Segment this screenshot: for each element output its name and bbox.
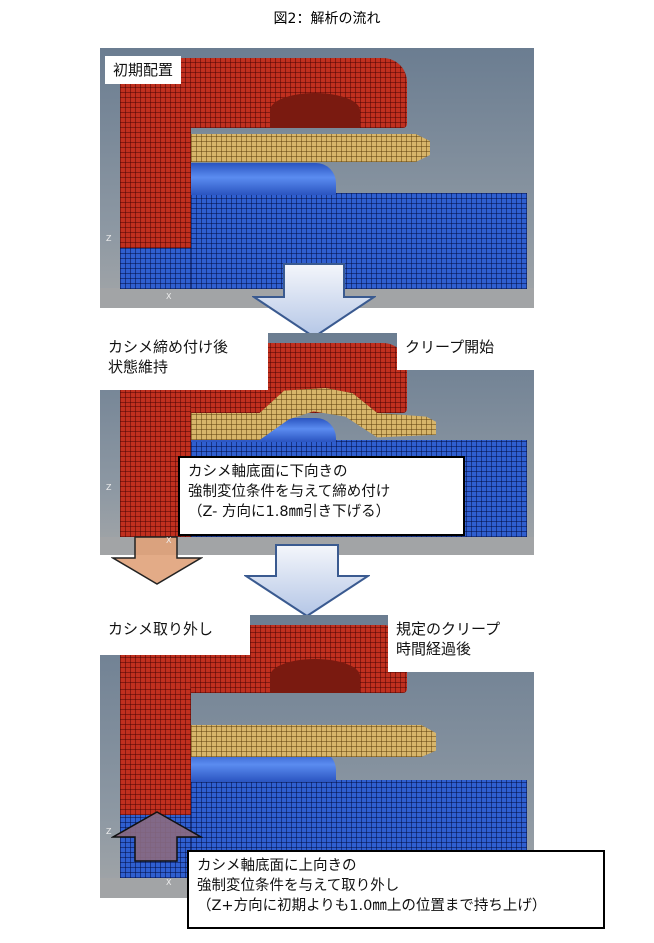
figure-title: 図2：解析の流れ: [273, 11, 381, 27]
note-remove: カシメ軸底面に上向きの 強制変位条件を与えて取り外し （Z+方向に初期よりも1.…: [187, 850, 605, 929]
down-arrow-tighten: [111, 536, 203, 585]
up-arrow-removal: [111, 811, 203, 862]
flow-arrow-down-1: [252, 263, 376, 339]
axis-z-label: Z: [106, 483, 112, 492]
label-creep-start: クリープ開始: [397, 333, 534, 370]
caulk-dome: [270, 93, 360, 128]
base-boss: [191, 163, 336, 195]
caulk-dome: [270, 659, 360, 693]
panel-initial: Z X 初期配置: [100, 48, 534, 308]
caulk-shaft: [120, 685, 191, 815]
base-part-lower: [120, 248, 191, 289]
axis-z-label: Z: [106, 234, 112, 243]
axis-x-label: X: [166, 536, 172, 545]
label-initial: 初期配置: [105, 56, 182, 84]
base-part: [191, 193, 527, 289]
caulk-shaft: [120, 118, 191, 248]
axis-x-label: X: [166, 878, 172, 887]
label-after-creep: 規定のクリープ 時間経過後: [388, 615, 534, 672]
axis-z-label: Z: [106, 827, 112, 836]
flow-arrow-down-2: [244, 544, 370, 618]
sheet: [191, 725, 436, 757]
axis-x-label: X: [166, 292, 172, 301]
label-after-caulking: カシメ締め付け後 状態維持: [100, 333, 268, 390]
note-tighten: カシメ軸底面に下向きの 強制変位条件を与えて締め付け （Z- 方向に1.8㎜引き…: [178, 456, 465, 536]
label-removal: カシメ取り外し: [100, 615, 250, 655]
sheet: [191, 134, 430, 162]
